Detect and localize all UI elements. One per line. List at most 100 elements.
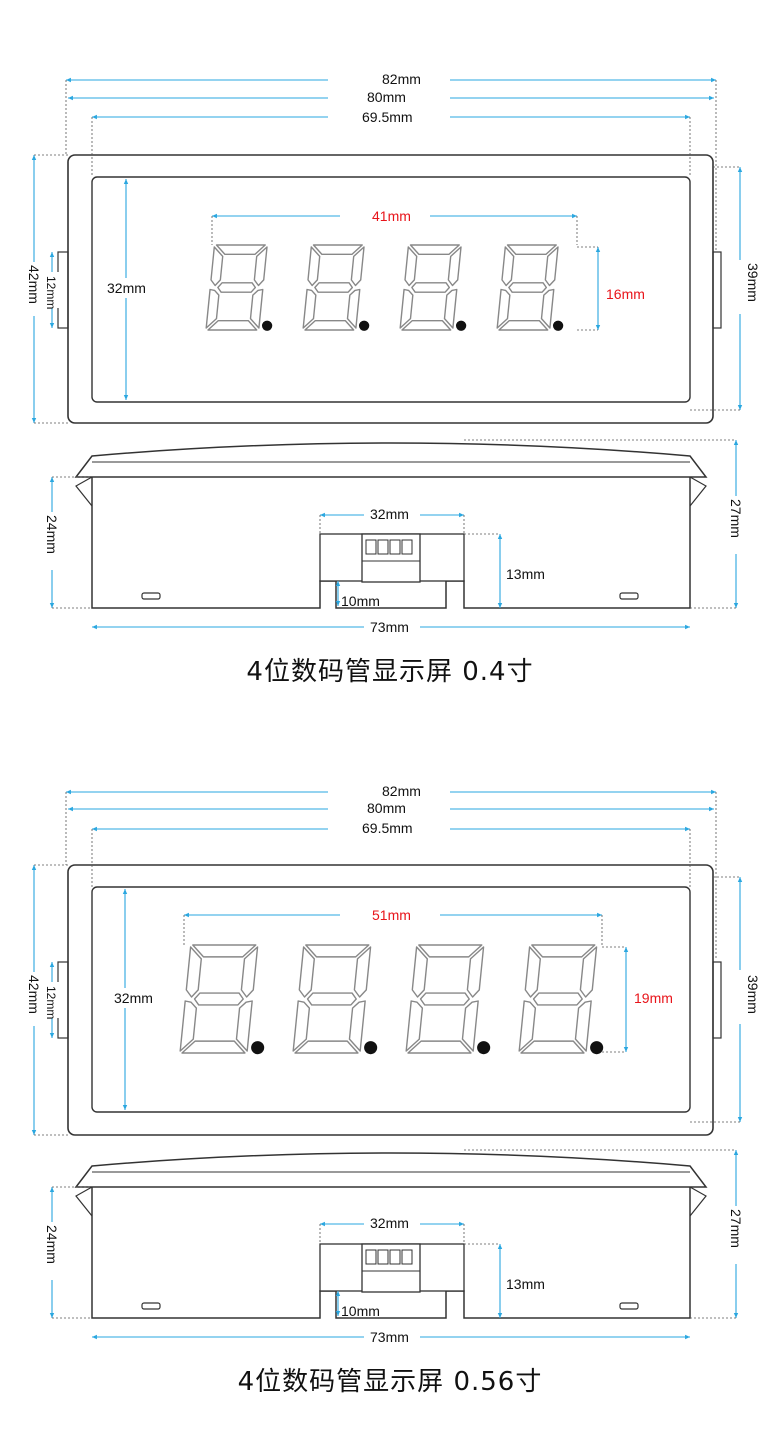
panel-2: 82mm 80mm 69.5mm 51mm 19mm 32mm 42mm 12m… xyxy=(24,782,761,1397)
label-foot-height: 10mm xyxy=(341,1303,380,1319)
segment xyxy=(306,992,357,1006)
front-view: 82mm 80mm 69.5mm 51mm 19mm 32mm 42mm 12m… xyxy=(24,782,761,1136)
segment xyxy=(401,319,452,331)
segment xyxy=(205,288,220,329)
display-window xyxy=(91,886,691,1113)
right-mount-slot xyxy=(619,592,639,600)
segment xyxy=(404,246,418,287)
label-height-body: 39mm xyxy=(745,263,761,302)
segment xyxy=(411,946,428,998)
label-foot-height: 10mm xyxy=(341,593,380,609)
label-width-window: 69.5mm xyxy=(362,820,413,836)
segment xyxy=(215,244,266,256)
side-view: 32mm 73mm 24mm 27mm 13mm 10mm xyxy=(42,439,746,637)
label-height-outer: 42mm xyxy=(26,265,42,304)
segment xyxy=(409,244,460,256)
label-width-outer: 82mm xyxy=(382,71,421,87)
segment xyxy=(518,1000,537,1052)
segment xyxy=(249,288,264,329)
segment xyxy=(574,1000,592,1052)
segment xyxy=(405,1000,424,1052)
decimal-point xyxy=(364,1041,378,1055)
digit xyxy=(405,944,491,1055)
side-top-lip xyxy=(74,1152,708,1188)
decimal-point xyxy=(358,320,370,331)
segment xyxy=(353,946,372,998)
segment xyxy=(302,288,317,329)
segment xyxy=(240,946,259,998)
seven-segment-digits xyxy=(205,244,564,331)
terminal-block xyxy=(361,533,421,583)
digit xyxy=(302,244,370,331)
panel-title: 4位数码管显示屏 0.56寸 xyxy=(238,1367,543,1397)
segment xyxy=(532,992,583,1006)
label-base-width: 73mm xyxy=(370,619,409,635)
decimal-point xyxy=(590,1041,604,1055)
segment xyxy=(447,246,462,287)
decimal-point xyxy=(261,320,273,331)
segment xyxy=(298,946,315,998)
segment xyxy=(179,1000,198,1052)
segment xyxy=(544,246,559,287)
seven-segment-digits xyxy=(179,944,604,1055)
segment xyxy=(192,944,257,958)
label-base-width: 73mm xyxy=(370,1329,409,1345)
segment xyxy=(304,319,355,331)
digit xyxy=(518,944,604,1055)
segment xyxy=(399,288,414,329)
segment xyxy=(411,282,451,293)
segment xyxy=(418,944,483,958)
left-mount-slot xyxy=(141,592,161,600)
label-window-height: 32mm xyxy=(107,280,146,296)
segment xyxy=(181,1040,246,1054)
label-window-height: 32mm xyxy=(114,990,153,1006)
label-digits-width: 51mm xyxy=(372,907,411,923)
decimal-point xyxy=(477,1041,491,1055)
label-connector-width: 32mm xyxy=(370,1215,409,1231)
side-view: 32mm 73mm 24mm 27mm 13mm 10mm xyxy=(42,1149,746,1347)
panel-1: 82mm 80mm 69.5mm 41mm 16mm 32mm 42mm 12m… xyxy=(24,70,761,687)
segment xyxy=(520,1040,585,1054)
segment xyxy=(207,319,258,331)
segment xyxy=(235,1000,253,1052)
segment xyxy=(193,992,244,1006)
segment xyxy=(579,946,598,998)
digit xyxy=(496,244,564,331)
segment xyxy=(292,1000,311,1052)
label-height-right: 27mm xyxy=(728,499,744,538)
digit xyxy=(179,944,265,1055)
label-connector-height: 13mm xyxy=(506,1276,545,1292)
digit xyxy=(399,244,467,331)
segment xyxy=(294,1040,359,1054)
segment xyxy=(443,288,458,329)
side-top-lip xyxy=(74,442,708,478)
segment xyxy=(314,282,354,293)
label-connector-height: 13mm xyxy=(506,566,545,582)
label-width-body: 80mm xyxy=(367,89,406,105)
segment xyxy=(346,288,361,329)
right-clip xyxy=(712,251,722,329)
label-clip-height: 12mm xyxy=(44,276,58,309)
label-width-window: 69.5mm xyxy=(362,109,413,125)
label-height-left: 24mm xyxy=(44,1225,60,1264)
right-mount-slot xyxy=(619,1302,639,1310)
segment xyxy=(185,946,202,998)
segment xyxy=(210,246,224,287)
segment xyxy=(407,1040,472,1054)
segment xyxy=(350,246,365,287)
segment xyxy=(508,282,548,293)
segment xyxy=(524,946,541,998)
label-connector-width: 32mm xyxy=(370,506,409,522)
label-height-body: 39mm xyxy=(745,975,761,1014)
side-body xyxy=(91,477,691,609)
decimal-point xyxy=(552,320,564,331)
segment xyxy=(305,944,370,958)
segment xyxy=(312,244,363,256)
segment xyxy=(466,946,485,998)
display-window xyxy=(91,176,691,403)
side-body xyxy=(91,1187,691,1319)
label-digit-height: 16mm xyxy=(606,286,645,302)
right-clip xyxy=(712,961,722,1039)
segment xyxy=(419,992,470,1006)
